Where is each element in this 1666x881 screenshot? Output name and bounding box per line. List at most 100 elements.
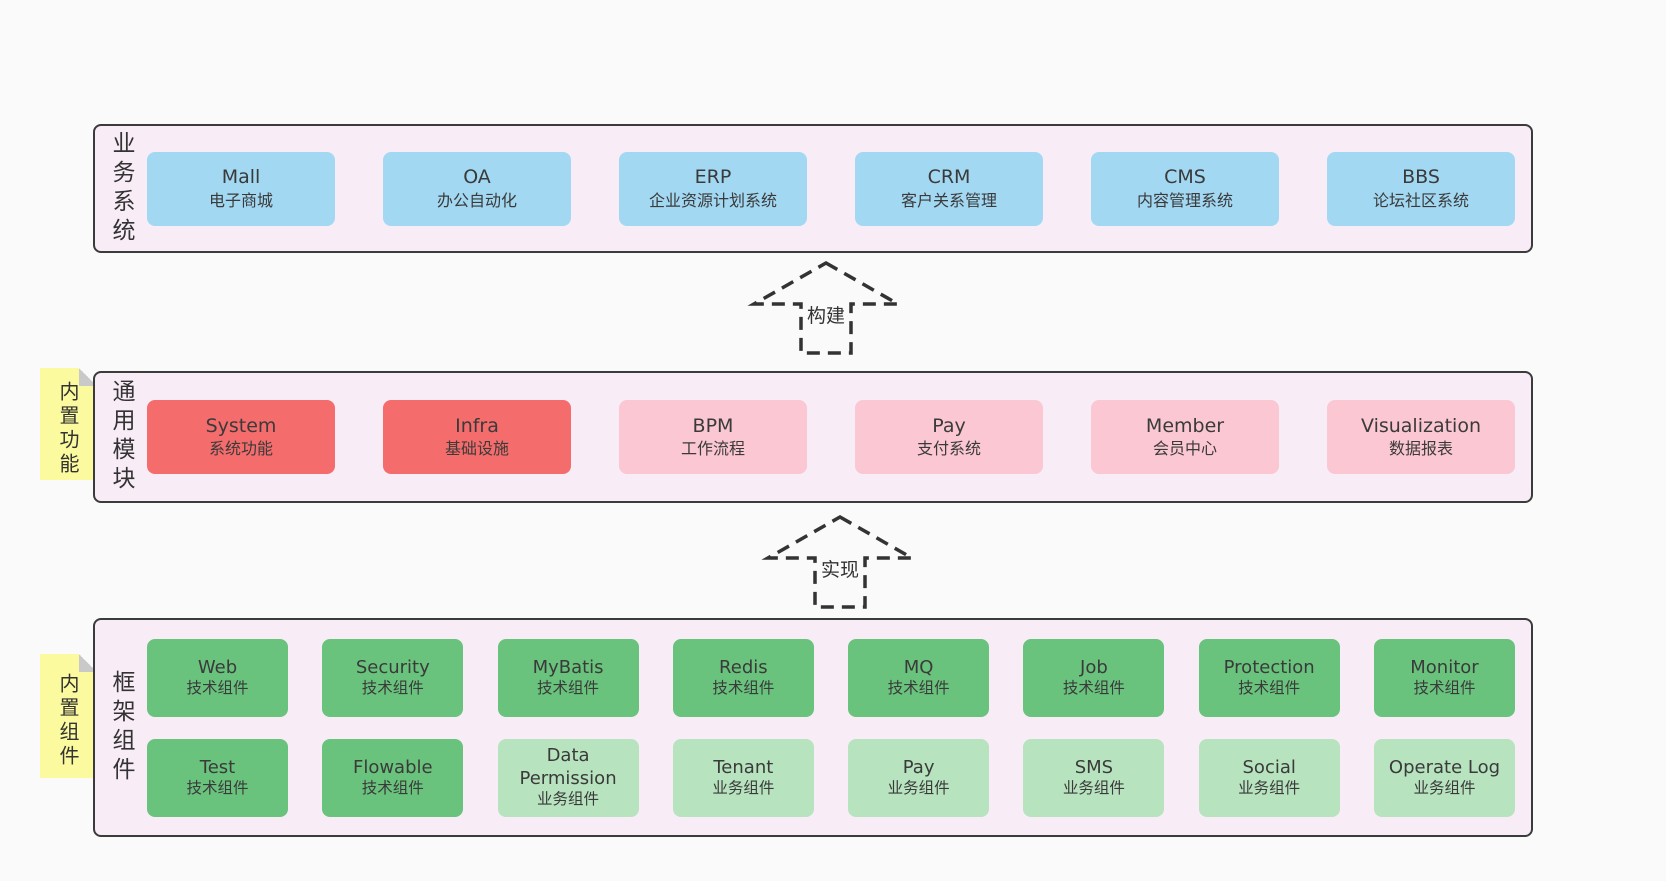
box-title: MyBatis <box>532 656 604 678</box>
arrow-build-label: 构建 <box>803 300 849 329</box>
box-subtitle: 技术组件 <box>361 779 424 798</box>
box-subtitle: 业务组件 <box>712 779 775 798</box>
arrow-build: 构建 <box>746 258 906 358</box>
box-title: CMS <box>1164 166 1206 189</box>
box-title: Redis <box>719 656 768 678</box>
box-title: Member <box>1145 414 1225 437</box>
box-subtitle: 内容管理系统 <box>1136 190 1233 210</box>
box-title: Visualization <box>1360 414 1481 437</box>
box-subtitle: 数据报表 <box>1388 439 1453 459</box>
sticky-note-text: 内置组件 <box>56 673 80 769</box>
dashed-up-arrow-icon <box>747 260 905 355</box>
box-title: Test <box>199 756 236 778</box>
box-title: Job <box>1080 656 1108 678</box>
box-subtitle: 系统功能 <box>208 439 273 459</box>
box-subtitle: 论坛社区系统 <box>1372 190 1469 210</box>
box-subtitle: 技术组件 <box>361 679 424 698</box>
box-title: Web <box>197 656 238 678</box>
box-subtitle: 业务组件 <box>1238 779 1301 798</box>
box-title: System <box>205 414 277 437</box>
box-title: OA <box>463 166 491 189</box>
box-title: BBS <box>1402 166 1440 189</box>
box-title: Tenant <box>713 756 774 778</box>
box-subtitle: 电子商城 <box>208 190 273 210</box>
box-subtitle: 会员中心 <box>1152 439 1217 459</box>
box-title: Flowable <box>352 756 433 778</box>
box-subtitle: 客户关系管理 <box>900 190 997 210</box>
box-title: Social <box>1242 756 1296 778</box>
box-subtitle: 业务组件 <box>1413 779 1476 798</box>
arrow-implement: 实现 <box>760 512 920 612</box>
layer-modules-label: 通用模块 <box>108 379 134 495</box>
layer-framework-label: 框架组件 <box>108 669 134 786</box>
box-subtitle: 技术组件 <box>186 679 249 698</box>
box-title: MQ <box>903 656 934 678</box>
box-title: Monitor <box>1410 656 1479 678</box>
box-title: Mall <box>221 166 261 189</box>
box-subtitle: 工作流程 <box>680 439 745 459</box>
box-subtitle: 业务组件 <box>887 779 950 798</box>
box-subtitle: 办公自动化 <box>436 190 517 210</box>
box-title: Operate Log <box>1388 756 1501 778</box>
box-subtitle: 基础设施 <box>444 439 509 459</box>
box-title: Security <box>355 656 430 678</box>
box-title: Pay <box>932 414 966 437</box>
box-subtitle: 技术组件 <box>712 679 775 698</box>
sticky-note-built-in-components: 内置组件 <box>40 654 97 778</box>
box-subtitle: 技术组件 <box>1062 679 1125 698</box>
box-subtitle: 支付系统 <box>916 439 981 459</box>
box-title: SMS <box>1074 756 1114 778</box>
box-subtitle: 技术组件 <box>887 679 950 698</box>
box-subtitle: 业务组件 <box>1062 779 1125 798</box>
box-subtitle: 技术组件 <box>1238 679 1301 698</box>
box-title: Pay <box>902 756 935 778</box>
sticky-note-text: 内置功能 <box>56 381 80 477</box>
arrow-implement-label: 实现 <box>817 554 863 583</box>
layer-business-label: 业务系统 <box>108 130 134 247</box>
box-subtitle: 技术组件 <box>1413 679 1476 698</box>
box-subtitle: 技术组件 <box>537 679 600 698</box>
box-title: ERP <box>694 166 732 189</box>
folded-corner-icon <box>79 368 97 386</box>
folded-corner-icon <box>79 654 97 672</box>
box-title: Data Permission <box>519 745 617 789</box>
box-title: CRM <box>927 166 971 189</box>
box-title: BPM <box>692 414 734 437</box>
box-subtitle: 企业资源计划系统 <box>648 190 777 210</box>
box-subtitle: 技术组件 <box>186 779 249 798</box>
dashed-up-arrow-icon <box>761 514 919 609</box>
